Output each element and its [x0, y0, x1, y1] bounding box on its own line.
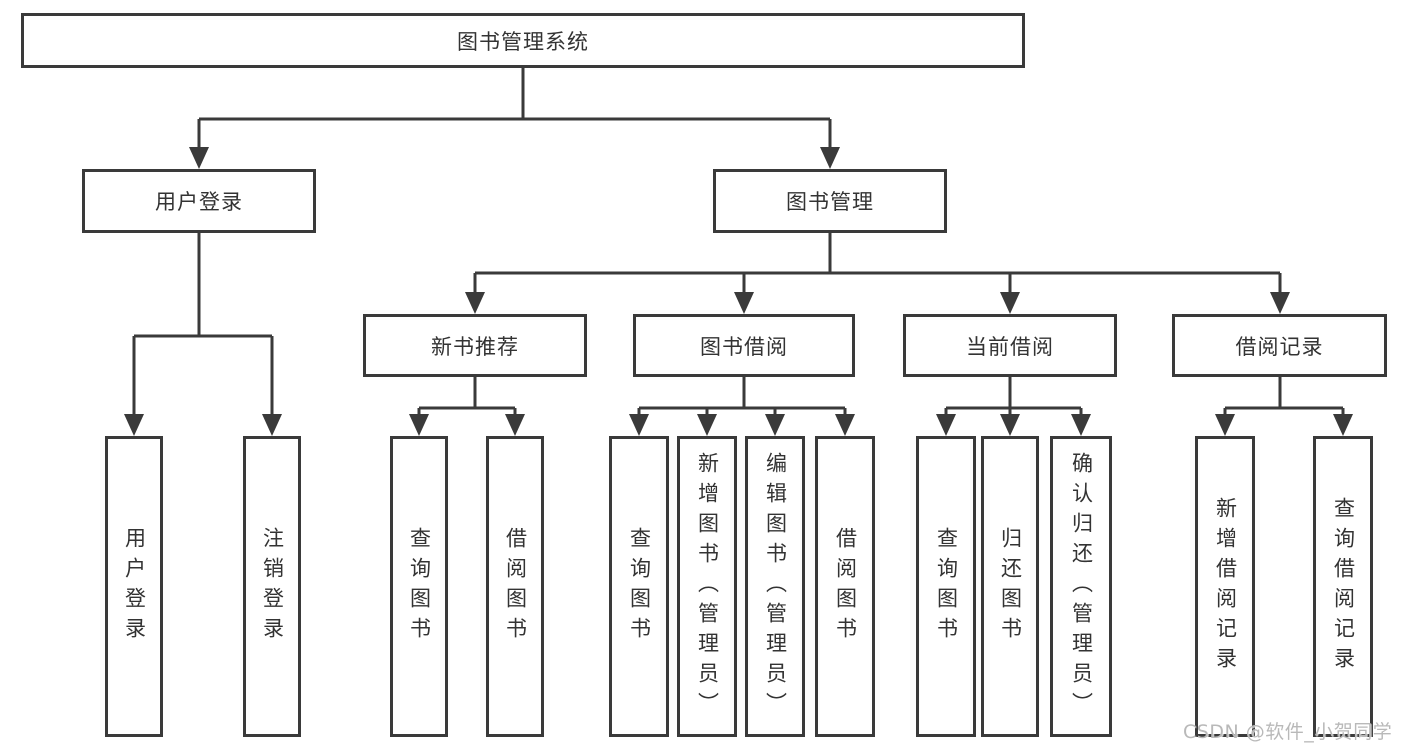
connector-currentborrow-to-leaves [944, 377, 1083, 416]
arrowhead-icon [820, 147, 840, 169]
node-library-management-system: 图书管理系统 [21, 13, 1025, 68]
leaf-borrow-books-2: 借阅图书 [815, 436, 875, 737]
connector-root-to-level2 [197, 68, 832, 150]
arrowhead-icon [765, 414, 785, 436]
node-new-book-recommend: 新书推荐 [363, 314, 587, 377]
arrowhead-icon [734, 292, 754, 314]
leaf-query-books-2: 查询图书 [609, 436, 669, 737]
leaf-add-books-admin: 新增图书（管理员） [677, 436, 737, 737]
node-book-management: 图书管理 [713, 169, 947, 233]
arrowhead-icon [629, 414, 649, 436]
arrowhead-icon [409, 414, 429, 436]
node-current-borrowing: 当前借阅 [903, 314, 1117, 377]
leaf-query-books-1: 查询图书 [390, 436, 448, 737]
leaf-edit-books-admin: 编辑图书（管理员） [745, 436, 805, 737]
arrowhead-icon [262, 414, 282, 436]
leaf-return-books: 归还图书 [981, 436, 1039, 737]
leaf-query-books-3: 查询图书 [916, 436, 976, 737]
watermark: CSDN @软件_小贺同学 [1183, 721, 1393, 743]
arrowhead-icon [835, 414, 855, 436]
connector-newbooks-to-leaves [417, 377, 517, 416]
node-book-borrowing: 图书借阅 [633, 314, 855, 377]
arrowhead-icon [189, 147, 209, 169]
arrowhead-icon [1000, 414, 1020, 436]
leaf-borrow-books-1: 借阅图书 [486, 436, 544, 737]
arrowhead-icon [1215, 414, 1235, 436]
arrowhead-icon [1071, 414, 1091, 436]
arrowhead-icon [936, 414, 956, 436]
connector-borrowrecords-to-leaves [1223, 377, 1345, 416]
arrowhead-icon [1270, 292, 1290, 314]
arrowhead-icon [124, 414, 144, 436]
connector-bookmgmt-to-level3 [473, 233, 1282, 295]
leaf-query-borrow-record: 查询借阅记录 [1313, 436, 1373, 737]
arrowhead-icon [465, 292, 485, 314]
node-user-login: 用户登录 [82, 169, 316, 233]
leaf-logout: 注销登录 [243, 436, 301, 737]
leaf-add-borrow-record: 新增借阅记录 [1195, 436, 1255, 737]
node-borrow-records: 借阅记录 [1172, 314, 1387, 377]
connector-bookborrow-to-leaves [637, 377, 847, 416]
arrowhead-icon [1333, 414, 1353, 436]
leaf-user-login: 用户登录 [105, 436, 163, 737]
arrowhead-icon [505, 414, 525, 436]
connector-userlogin-to-leaves [132, 233, 274, 418]
leaf-confirm-return-admin: 确认归还（管理员） [1050, 436, 1112, 737]
arrowhead-icon [697, 414, 717, 436]
arrowhead-icon [1000, 292, 1020, 314]
